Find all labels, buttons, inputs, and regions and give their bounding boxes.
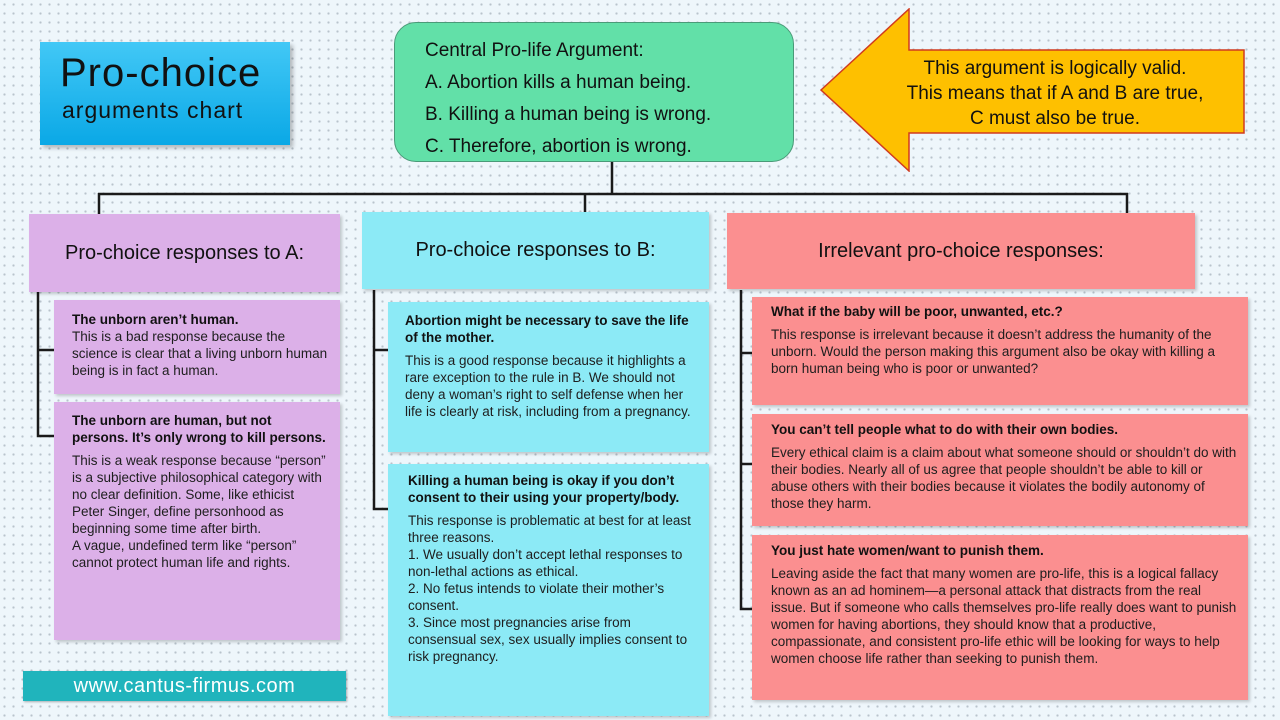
premise-a: A. Abortion kills a human being. (425, 72, 692, 93)
card-title: You can’t tell people what to do with th… (771, 422, 1119, 437)
header-responses-b: Pro-choice responses to B: (362, 212, 709, 289)
card-title: You just hate women/want to punish them. (771, 543, 1044, 558)
central-argument-box: Central Pro-life Argument: A. Abortion k… (394, 22, 794, 162)
card-body: This response is problematic at best for… (408, 513, 691, 664)
card-title: What if the baby will be poor, unwanted,… (771, 304, 1063, 319)
card-hate-women: You just hate women/want to punish them.… (752, 535, 1248, 700)
chart-title: Pro-choice (60, 51, 262, 95)
validity-note-line3: C must also be true. (969, 108, 1141, 129)
tree-line-irrelevant (739, 290, 752, 611)
tree-line-b (372, 290, 388, 511)
card-title: Killing a human being is okay if you don… (408, 473, 680, 505)
premise-b: B. Killing a human being is wrong. (425, 104, 712, 125)
card-poor-unwanted: What if the baby will be poor, unwanted,… (752, 297, 1248, 405)
card-body: This is a bad response because the scien… (72, 329, 328, 378)
website-link[interactable]: www.cantus-firmus.com (23, 671, 346, 701)
validity-note: This argument is logically valid. This m… (870, 56, 1240, 131)
card-body: This is a good response because it highl… (405, 353, 691, 419)
card-consent: Killing a human being is okay if you don… (388, 464, 709, 716)
header-irrelevant-responses: Irrelevant pro-choice responses: (727, 213, 1195, 289)
card-title: Abortion might be necessary to save the … (405, 313, 689, 345)
card-own-bodies: You can’t tell people what to do with th… (752, 414, 1248, 526)
card-not-persons: The unborn are human, but not persons. I… (54, 402, 340, 640)
central-heading: Central Pro-life Argument: (425, 40, 644, 61)
tree-line-a (36, 292, 54, 438)
validity-note-line2: This means that if A and B are true, (906, 83, 1204, 104)
card-not-human: The unborn aren’t human. This is a bad r… (54, 300, 340, 394)
card-body: This is a weak response because “person”… (72, 453, 326, 570)
card-body: This response is irrelevant because it d… (771, 327, 1215, 376)
card-body: Every ethical claim is a claim about wha… (771, 445, 1237, 511)
validity-note-line1: This argument is logically valid. (923, 58, 1187, 79)
card-title: The unborn are human, but not persons. I… (72, 413, 326, 445)
card-save-mother: Abortion might be necessary to save the … (388, 302, 709, 452)
header-responses-a: Pro-choice responses to A: (29, 214, 340, 292)
title-box: Pro-choice arguments chart (40, 42, 290, 145)
card-body: Leaving aside the fact that many women a… (771, 566, 1237, 666)
conclusion-c: C. Therefore, abortion is wrong. (425, 136, 692, 157)
left-arrow-shape (820, 8, 1245, 172)
card-title: The unborn aren’t human. (72, 312, 239, 327)
chart-subtitle: arguments chart (62, 97, 244, 123)
